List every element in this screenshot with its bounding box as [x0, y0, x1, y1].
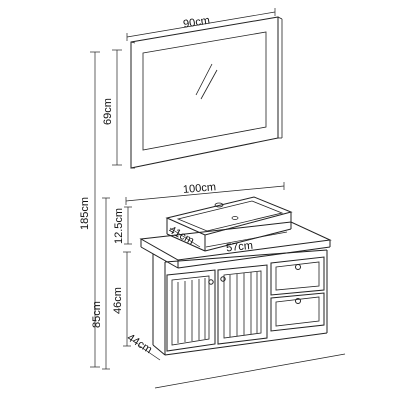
cabinet-width-label: 100cm — [183, 181, 217, 196]
floor-height-label: 85cm — [91, 301, 103, 328]
cabinet-width-dimension — [125, 182, 285, 205]
basin-depth-dimension — [169, 227, 201, 248]
basin-bowl — [176, 200, 284, 232]
drawer-knob-icon[interactable] — [295, 264, 301, 270]
mirror-height-dimension — [112, 49, 122, 166]
drawer-knob-icon[interactable] — [295, 298, 301, 304]
mirror-glare — [195, 63, 218, 100]
drawer-bottom[interactable] — [270, 292, 325, 332]
total-height-dimension — [90, 51, 100, 368]
total-height-label: 185cm — [79, 197, 91, 230]
mirror-width-dimension — [126, 8, 276, 41]
drawer-top[interactable] — [270, 256, 325, 296]
mirror-width-label: 90cm — [182, 15, 210, 31]
mirror-frame-inner — [142, 31, 267, 151]
basin-height-dimension — [124, 206, 132, 245]
faucet-hole — [214, 202, 224, 208]
basin-width-label: 57cm — [226, 240, 254, 255]
basin-width-dimension — [205, 231, 288, 248]
mirror — [130, 16, 283, 169]
floor-height-dimension — [102, 197, 110, 370]
cabinet-body — [152, 249, 328, 356]
cabinet-door-left[interactable] — [166, 269, 216, 352]
basin — [165, 196, 293, 252]
cabinet-height-label: 46cm — [112, 287, 124, 314]
door-knob-icon[interactable] — [208, 279, 214, 285]
countertop — [139, 221, 332, 269]
cabinet-height-dimension — [123, 251, 131, 347]
cabinet-door-right[interactable] — [217, 264, 268, 345]
mirror-height-label: 69cm — [102, 98, 114, 125]
drain — [231, 216, 239, 220]
cabinet-depth-dimension — [137, 344, 161, 361]
basin-depth-label: 41cm — [167, 224, 196, 247]
door-knob-icon[interactable] — [220, 276, 226, 282]
floor-line — [154, 353, 346, 389]
cabinet-depth-label: 44cm — [125, 332, 154, 356]
basin-height-label: 12.5cm — [113, 208, 125, 244]
